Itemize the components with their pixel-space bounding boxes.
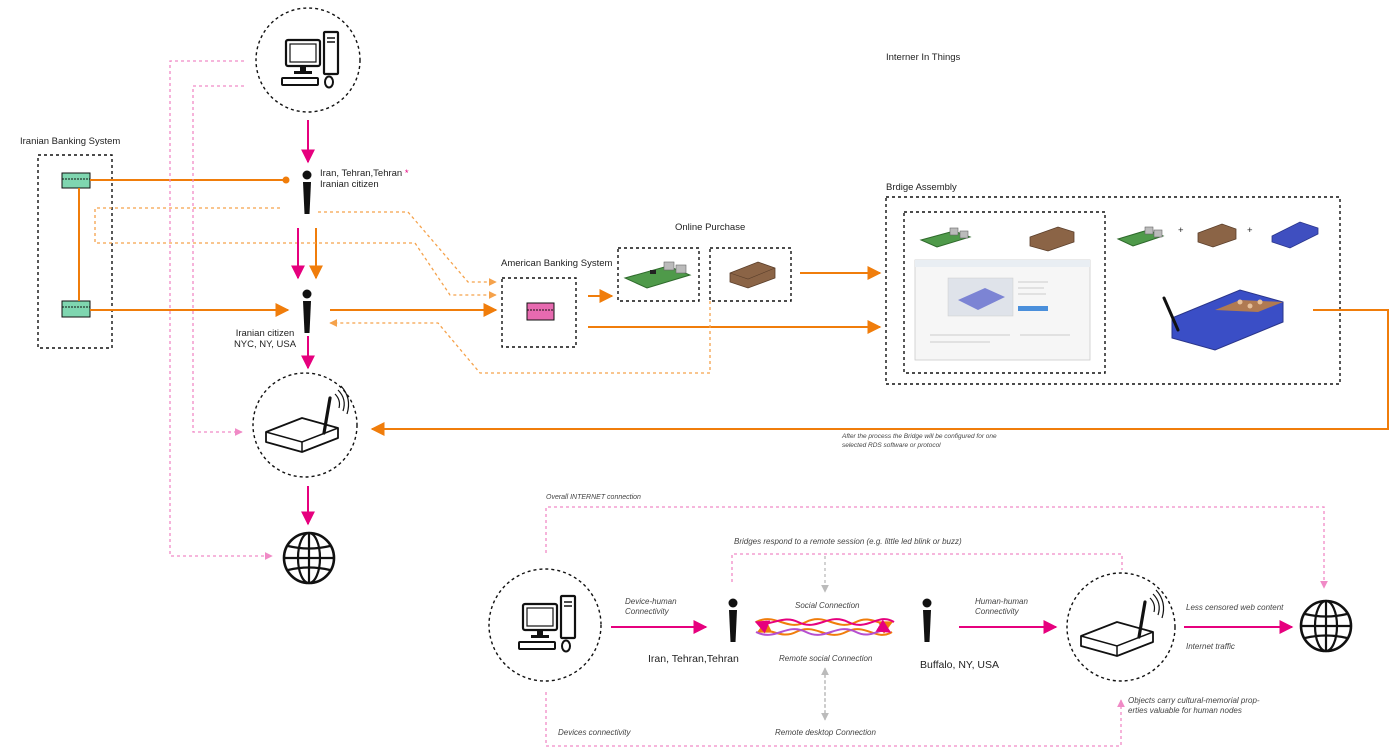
american-banking-label: American Banking System bbox=[501, 258, 613, 269]
wooden-case-icon bbox=[729, 261, 776, 289]
bridges-respond-line bbox=[731, 553, 1123, 582]
iranian-banking-box bbox=[37, 154, 113, 349]
purchase-board-box bbox=[617, 247, 700, 302]
less-censored-label: Less censored web content bbox=[1186, 603, 1284, 612]
plus-sign: + bbox=[1178, 225, 1184, 236]
nyc-citizen-location: NYC, NY, USA bbox=[233, 339, 297, 350]
bridge-assembly-label: Brdige Assembly bbox=[886, 182, 957, 193]
router-icon bbox=[1079, 588, 1166, 658]
bridge-assembly-box bbox=[885, 196, 1341, 385]
overall-connection-label: Overall INTERNET connection bbox=[546, 494, 641, 501]
tehran-citizen-role: Iranian citizen bbox=[320, 179, 379, 190]
objects-carry-label-2: erties valuable for human nodes bbox=[1128, 706, 1242, 715]
online-purchase-label: Online Purchase bbox=[675, 222, 746, 233]
social-connection-label: Social Connection bbox=[795, 601, 860, 610]
american-banking-box bbox=[501, 277, 577, 348]
circuit-board-icon bbox=[919, 227, 972, 248]
blue-case-icon bbox=[1271, 221, 1319, 249]
nyc-citizen-role: Iranian citizen bbox=[235, 328, 295, 339]
bridge-note-line2: selected RDS software or protocol bbox=[842, 442, 941, 449]
device-human-label-1: Device-human bbox=[625, 597, 677, 606]
tehran-location-label: Iran, Tehran,Tehran bbox=[648, 653, 739, 665]
person-icon-nyc bbox=[302, 289, 312, 333]
globe-icon bbox=[1299, 599, 1353, 653]
person-icon-tehran bbox=[728, 598, 738, 642]
person-icon-tehran bbox=[302, 170, 312, 214]
wooden-case-icon bbox=[1029, 226, 1075, 252]
circuit-board-icon bbox=[623, 261, 692, 289]
purchase-case-box bbox=[709, 247, 792, 302]
bank-card-icon bbox=[526, 302, 555, 321]
computer-circle-top bbox=[255, 7, 361, 113]
iranian-banking-label: Iranian Banking System bbox=[20, 136, 121, 147]
circuit-board-icon bbox=[1116, 226, 1165, 247]
bridge-note-line1: After the process the Bridge will be con… bbox=[842, 433, 997, 440]
wooden-case-icon bbox=[1197, 223, 1237, 248]
assembled-bridge-icon bbox=[1162, 289, 1284, 351]
device-human-label-2: Connectivity bbox=[625, 607, 669, 616]
bridge-inner-box bbox=[903, 211, 1106, 374]
router-icon bbox=[264, 384, 351, 454]
tehran-citizen-location: Iran, Tehran,Tehran * bbox=[320, 168, 409, 179]
diagram-title: Interner In Things bbox=[886, 52, 961, 63]
computer-icon bbox=[517, 594, 577, 653]
overall-connection-line bbox=[545, 506, 1328, 589]
bank-card-icon bbox=[61, 300, 91, 318]
internet-traffic-label: Internet traffic bbox=[1186, 642, 1235, 651]
devices-connectivity-line bbox=[545, 692, 1125, 747]
asterisk-mark: * bbox=[404, 168, 409, 179]
remote-social-label: Remote social Connection bbox=[779, 654, 873, 663]
devices-connectivity-label: Devices connectivity bbox=[558, 728, 631, 737]
remote-desktop-label: Remote desktop Connection bbox=[775, 728, 876, 737]
computer-icon bbox=[280, 30, 340, 89]
buffalo-location-label: Buffalo, NY, USA bbox=[920, 659, 999, 671]
human-human-label-1: Human-human bbox=[975, 597, 1028, 606]
human-human-label-2: Connectivity bbox=[975, 607, 1019, 616]
bridges-respond-label: Bridges respond to a remote session (e.g… bbox=[734, 537, 962, 546]
globe-icon bbox=[282, 531, 336, 585]
bank-card-icon bbox=[61, 172, 91, 189]
router-circle-bottom bbox=[1066, 572, 1176, 682]
bridge-return-arrow bbox=[370, 309, 1389, 436]
person-icon-buffalo bbox=[922, 598, 932, 642]
objects-carry-label-1: Objects carry cultural-memorial prop- bbox=[1128, 696, 1260, 705]
webpage-screenshot bbox=[914, 259, 1091, 361]
plus-sign: + bbox=[1247, 225, 1253, 236]
computer-circle-bottom bbox=[488, 568, 602, 682]
router-circle-top bbox=[252, 372, 358, 478]
